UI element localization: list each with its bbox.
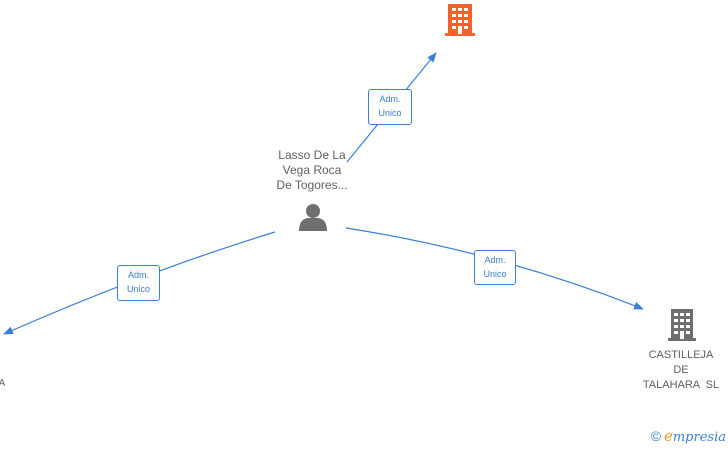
edge-label-top: Adm. Unico (368, 89, 412, 125)
edge-label-right: Adm. Unico (474, 250, 516, 285)
building-icon[interactable] (445, 4, 475, 36)
building-icon[interactable] (668, 309, 696, 341)
edge-label-left: Adm. Unico (117, 265, 160, 301)
company-name-castilleja[interactable]: CASTILLEJA DE TALAHARA SL (642, 349, 720, 391)
empresia-logo: © empresia (650, 427, 726, 445)
person-icon[interactable] (299, 204, 327, 231)
company-name-left-fragment[interactable]: A (0, 378, 6, 389)
copyright-symbol: © (650, 428, 661, 444)
person-name[interactable]: Lasso De La Vega Roca De Togores... (276, 148, 348, 192)
